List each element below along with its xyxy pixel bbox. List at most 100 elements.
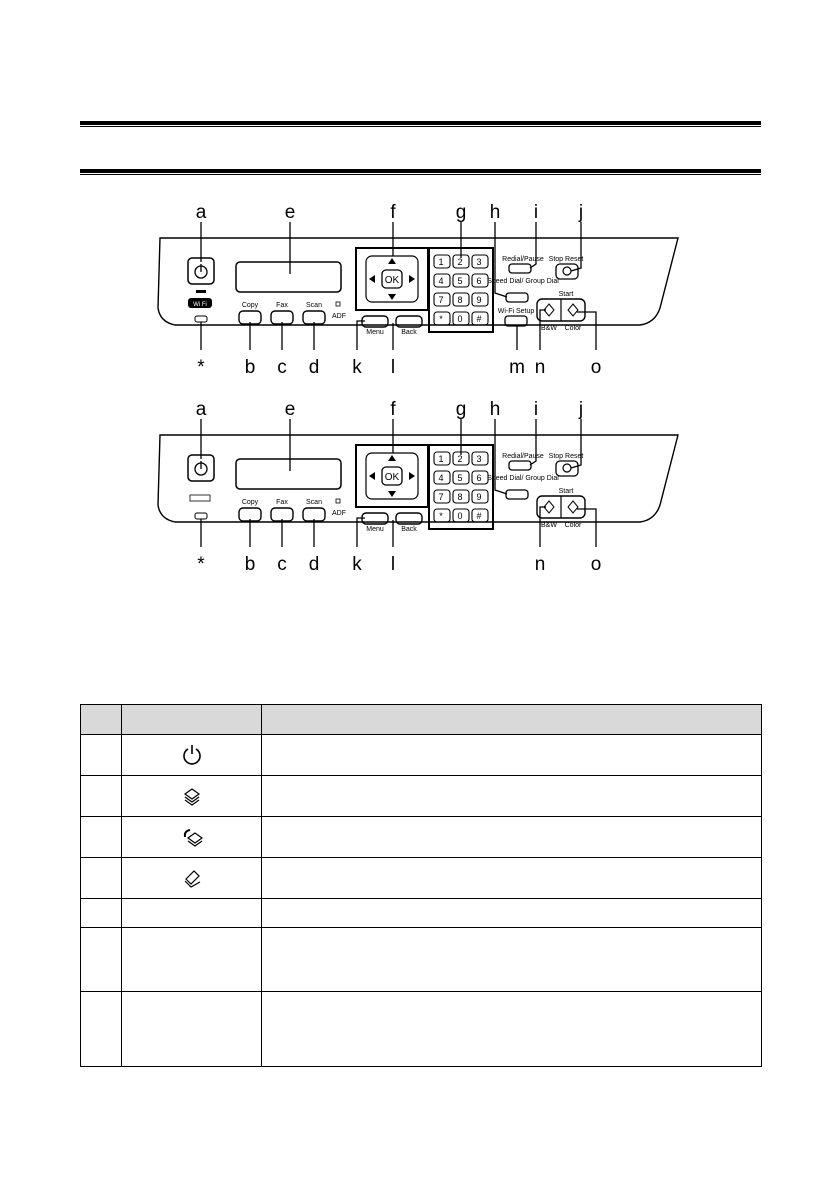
keypad-key[interactable]: [471, 292, 489, 307]
adf-label-2: ADF: [332, 510, 346, 517]
callout-n: n: [535, 554, 546, 575]
keypad-key-label: 4: [438, 276, 443, 286]
callout-f: f: [390, 399, 396, 420]
keypad-key[interactable]: [471, 470, 489, 485]
keypad-key[interactable]: [471, 311, 489, 326]
keypad-key-label: #: [476, 511, 481, 521]
speed-dial-button-2[interactable]: [505, 489, 529, 500]
wifi-setup-button[interactable]: [504, 315, 528, 327]
table-row: [80, 775, 762, 817]
start-label-2: Start: [559, 488, 574, 495]
speed-dial-button[interactable]: [505, 292, 529, 303]
callout-l: l: [391, 554, 395, 575]
keypad-key[interactable]: [433, 508, 451, 523]
callout-g: g: [456, 202, 467, 223]
table-row: [80, 857, 762, 899]
copy-icon: [183, 788, 200, 806]
lcd-screen-2: [235, 458, 342, 490]
keypad-key[interactable]: [433, 273, 451, 288]
menu-label-2: Menu: [366, 526, 384, 533]
back-button[interactable]: [395, 315, 423, 328]
keypad-key-label: 6: [476, 473, 481, 483]
callout-b: b: [245, 554, 256, 575]
table-header-row: [80, 704, 762, 735]
speed-dial-label: Speed Dial/ Group Dial: [487, 278, 559, 285]
wifi-icon: [188, 298, 212, 308]
scan-icon: [184, 870, 200, 888]
back-label-2: Back: [401, 526, 417, 533]
keypad-key[interactable]: [433, 311, 451, 326]
scan-label: Scan: [306, 302, 322, 309]
keypad-key-label: 9: [476, 295, 481, 305]
callout-m: m: [509, 357, 525, 378]
keypad-key-label: *: [439, 314, 443, 324]
scan-label-2: Scan: [306, 499, 322, 506]
table-row: [80, 898, 762, 928]
callout-b: b: [245, 357, 256, 378]
wifi-setup-label: Wi-Fi Setup: [498, 308, 535, 315]
back-button-2[interactable]: [395, 512, 423, 525]
redial-label-2: Redial/Pause: [502, 453, 544, 460]
callout-d: d: [309, 357, 320, 378]
callout-o: o: [591, 554, 602, 575]
callout-n: n: [535, 357, 546, 378]
callout-k: k: [352, 357, 362, 378]
callout-c: c: [277, 554, 287, 575]
callout-h: h: [490, 202, 501, 223]
keypad-key[interactable]: [452, 489, 470, 504]
keypad-key[interactable]: [452, 470, 470, 485]
callout-e: e: [285, 202, 296, 223]
keypad-key[interactable]: [433, 470, 451, 485]
keypad-key[interactable]: [471, 489, 489, 504]
fax-label-2: Fax: [276, 499, 288, 506]
keypad-key-label: 3: [476, 454, 481, 464]
redial-label: Redial/Pause: [502, 256, 544, 263]
copy-label: Copy: [242, 302, 259, 309]
start-label: Start: [559, 291, 574, 298]
callout-o: o: [591, 357, 602, 378]
keypad-key[interactable]: [433, 254, 451, 269]
wifi-label: Wi Fi: [193, 302, 207, 308]
keypad-key[interactable]: [471, 273, 489, 288]
keypad-key-label: 4: [438, 473, 443, 483]
button-description-table: [80, 704, 762, 1067]
redial-button-2[interactable]: [508, 460, 532, 471]
table-row: [80, 816, 762, 858]
keypad-key-label: 5: [457, 276, 462, 286]
table-row: [80, 991, 762, 1067]
keypad-key-label: 2: [457, 257, 462, 267]
keypad-key[interactable]: [433, 451, 451, 466]
stop-button-2[interactable]: [555, 460, 579, 477]
keypad-key[interactable]: [452, 292, 470, 307]
keypad-key[interactable]: [433, 292, 451, 307]
keypad-key-label: *: [439, 511, 443, 521]
keypad-key[interactable]: [471, 451, 489, 466]
callout-a: a: [196, 202, 207, 223]
keypad-key[interactable]: [452, 273, 470, 288]
callout-i: i: [534, 202, 538, 223]
keypad-key[interactable]: [433, 489, 451, 504]
keypad-key[interactable]: [471, 254, 489, 269]
power-icon: [182, 745, 201, 765]
keypad-key-label: 9: [476, 492, 481, 502]
stop-reset-label-2: Stop Reset: [549, 453, 584, 460]
keypad-key[interactable]: [452, 508, 470, 523]
redial-button[interactable]: [508, 263, 532, 274]
keypad-key-label: 6: [476, 276, 481, 286]
callout-j: j: [578, 399, 583, 420]
adf-label: ADF: [332, 313, 346, 320]
callout-h: h: [490, 399, 501, 420]
ok-button-2[interactable]: [381, 466, 403, 486]
lcd-screen: [235, 261, 342, 293]
callout-d: d: [309, 554, 320, 575]
leader-lines-top: [200, 222, 597, 350]
keypad-key-label: 5: [457, 473, 462, 483]
color-label: Color: [565, 325, 582, 332]
ok-button[interactable]: [381, 269, 403, 289]
callout-l: l: [391, 357, 395, 378]
stop-button[interactable]: [555, 263, 579, 280]
keypad-key[interactable]: [471, 508, 489, 523]
back-label: Back: [401, 329, 417, 336]
keypad-key[interactable]: [452, 311, 470, 326]
